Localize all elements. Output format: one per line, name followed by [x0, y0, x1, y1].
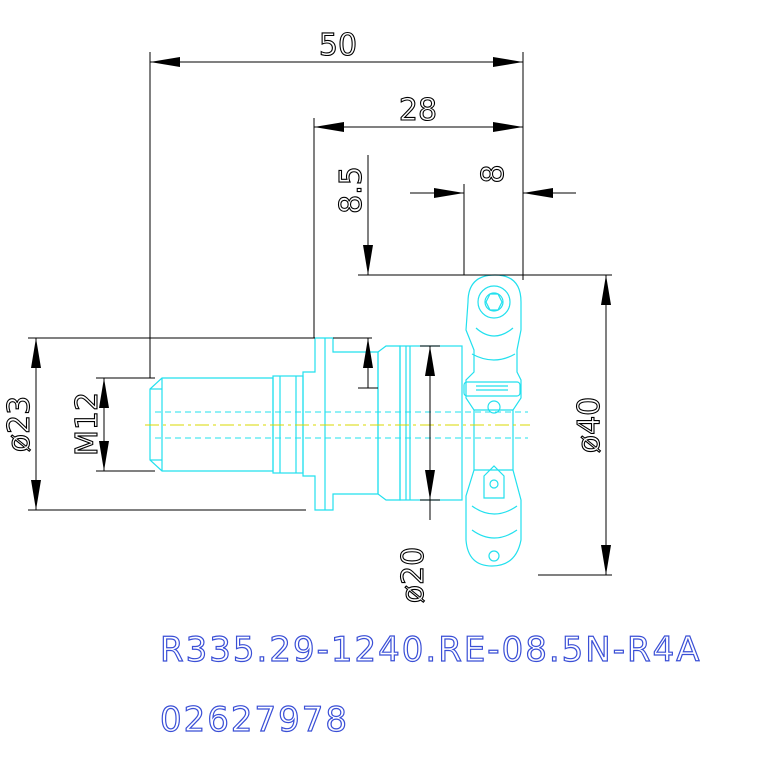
dim-shank-diameter: ø23 [2, 396, 37, 453]
dim-collar-diameter: ø20 [396, 547, 431, 604]
order-code: 02627978 [159, 699, 350, 740]
dim-overall-length: 50 [319, 28, 357, 63]
cutter-head [463, 274, 522, 567]
dim-height: 8.5 [334, 166, 369, 214]
collar [377, 345, 401, 501]
tool-geometry [145, 274, 530, 567]
dimension-lines [28, 52, 612, 576]
dim-width: 8 [476, 164, 511, 183]
dim-cutting-diameter: ø40 [572, 397, 607, 454]
dimension-labels: 50 28 8 8.5 ø23 M12 ø20 ø40 [1, 27, 607, 604]
dim-thread: M12 [70, 392, 105, 456]
part-number: R335.29-1240.RE-08.5N-R4A [159, 629, 702, 670]
dim-head-length: 28 [399, 93, 437, 128]
